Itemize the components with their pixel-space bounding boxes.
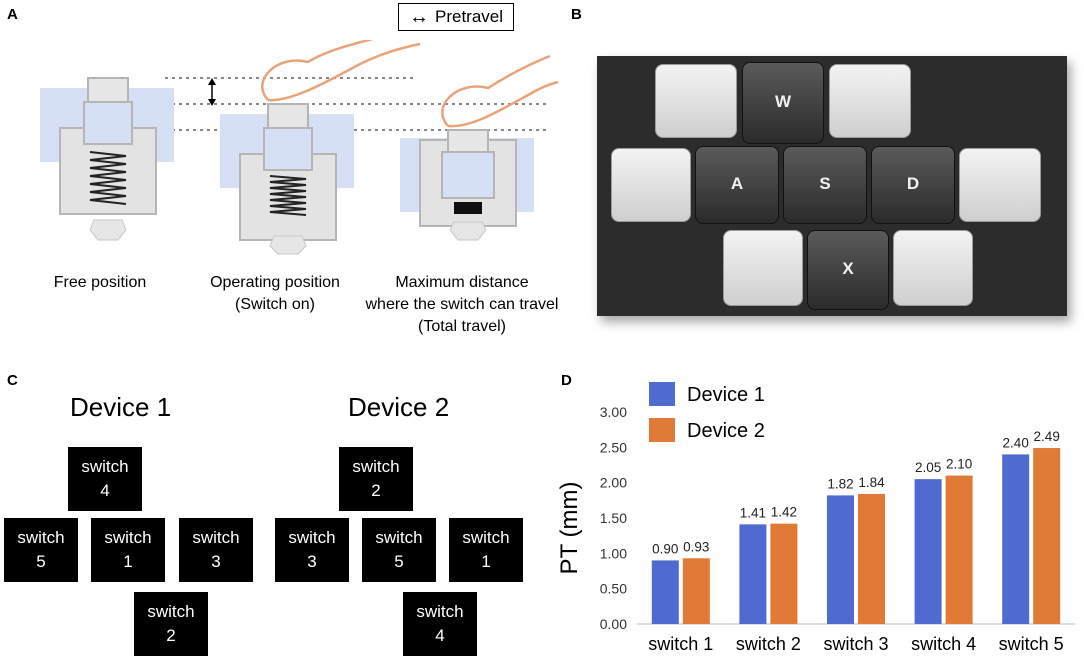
bar-1-4 (914, 479, 942, 624)
keycap-s: S (783, 146, 867, 224)
y-tick-label: 1.00 (600, 545, 627, 561)
keycap-blank (829, 64, 911, 138)
keyboard-photo: W A S D X (597, 56, 1067, 316)
device2-title: Device 2 (348, 392, 450, 422)
legend-label-1: Device 1 (687, 384, 765, 406)
data-label: 0.90 (652, 541, 678, 556)
switch-diagram (40, 40, 559, 255)
caption-free-position: Free position (53, 274, 147, 291)
caption-operating-position: Operating position (Switch on) (210, 274, 340, 313)
keycap-a: A (695, 146, 779, 224)
bar-1-5 (1002, 454, 1030, 624)
x-tick-label: switch 3 (823, 634, 888, 654)
data-label: 1.82 (827, 476, 853, 491)
data-label: 2.10 (946, 457, 972, 472)
pretravel-legend: ↔ Pretravel (398, 3, 515, 31)
keycap-blank (655, 64, 737, 138)
x-tick-label: switch 4 (911, 634, 976, 654)
data-label: 2.49 (1034, 429, 1060, 444)
y-tick-label: 3.00 (600, 404, 627, 420)
x-tick-label: switch 2 (736, 634, 801, 654)
y-tick-label: 2.00 (600, 475, 627, 491)
bar-1-3 (827, 495, 854, 624)
keycap-blank (959, 148, 1041, 222)
bar-2-3 (858, 493, 885, 624)
x-tick-label: switch 5 (999, 634, 1064, 654)
bar-1-1 (651, 560, 679, 624)
panel-letter-c: C (7, 372, 18, 389)
keycap-d: D (871, 146, 955, 224)
y-tick-label: 0.50 (600, 581, 627, 597)
pretravel-label: Pretravel (435, 7, 504, 26)
panel-letter-a: A (7, 6, 18, 23)
y-tick-label: 0.00 (600, 616, 627, 632)
x-tick-label: switch 1 (648, 634, 713, 654)
switch-free-position (40, 77, 174, 241)
legend-swatch-1 (649, 382, 675, 406)
bar-1-2 (739, 524, 767, 624)
caption-total-travel: Maximum distance where the switch can tr… (365, 274, 559, 335)
legend-swatch-2 (649, 418, 675, 442)
panel-letter-b: B (571, 6, 582, 23)
data-label: 2.05 (915, 460, 941, 475)
bar-2-5 (1033, 448, 1061, 624)
device1-title: Device 1 (70, 392, 172, 422)
double-arrow-icon: ↔ (409, 6, 429, 28)
y-tick-label: 1.50 (600, 510, 627, 526)
data-label: 1.84 (858, 475, 885, 490)
data-label: 0.93 (683, 539, 709, 554)
data-label: 2.40 (1003, 435, 1029, 450)
keycap-x: X (807, 230, 889, 310)
data-label: 1.42 (771, 505, 797, 520)
switch-total-travel (400, 54, 559, 241)
bar-2-1 (682, 558, 710, 624)
keycap-w: W (742, 62, 824, 144)
keycap-blank (611, 148, 691, 222)
y-tick-label: 2.50 (600, 439, 627, 455)
y-axis-label: PT (mm) (556, 482, 583, 575)
keycap-blank (723, 230, 803, 306)
switch-operating-position (220, 40, 421, 255)
legend-label-2: Device 2 (687, 420, 765, 442)
pt-bar-chart: 0.00 0.50 1.00 1.50 2.00 2.50 3.00 PT (mm) 0.90 0… (556, 382, 1075, 654)
bar-2-2 (770, 523, 798, 624)
bar-2-4 (945, 475, 973, 624)
data-label: 1.41 (740, 505, 766, 520)
panel-letter-d: D (561, 372, 572, 389)
keycap-blank (893, 230, 973, 306)
